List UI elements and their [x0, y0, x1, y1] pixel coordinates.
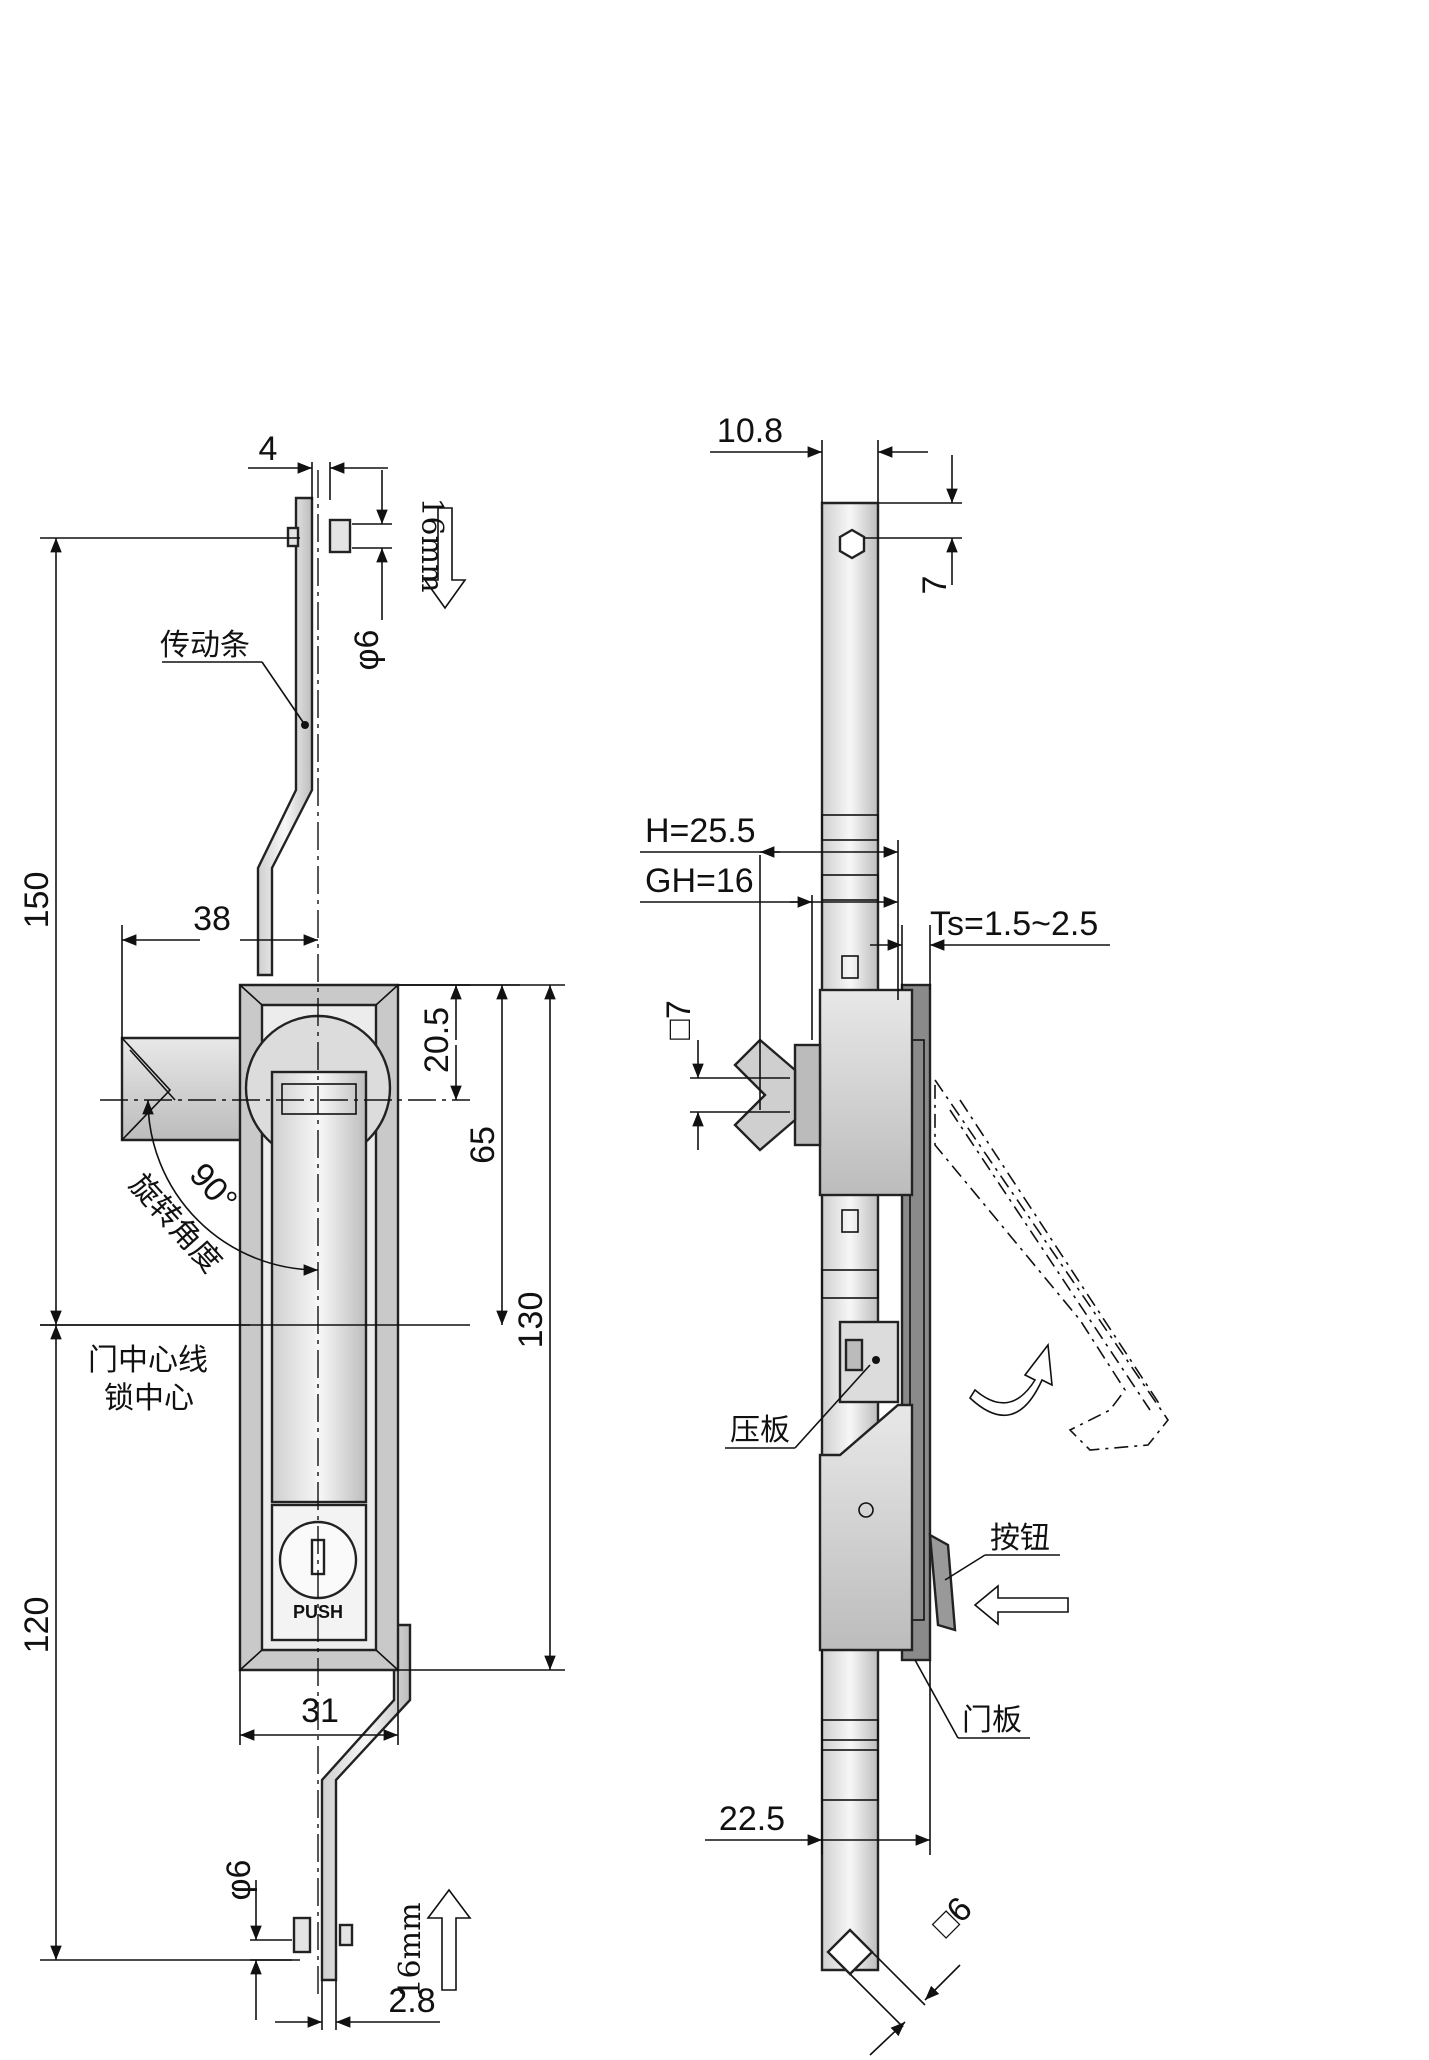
- dim-16mm-bottom: 16mm: [393, 1902, 428, 1997]
- handle: [270, 1070, 368, 1504]
- up-arrow-icon: [426, 1888, 472, 1991]
- callout-door-center: 门中心线: [88, 1343, 208, 1378]
- rotate-arrow-icon: [968, 1342, 1053, 1416]
- push-label: PUSH: [293, 1602, 343, 1622]
- dim-22-5: 22.5: [719, 1800, 785, 1838]
- side-housing-upper: [818, 988, 914, 1197]
- push-button: [928, 1532, 957, 1632]
- callout-drive-bar: 传动条: [160, 628, 250, 663]
- right-view: 10.8 7 H=25.5 GH=16 Ts=1.5~2.5 □7 压: [640, 412, 1169, 2056]
- side-housing-lower: [818, 1403, 914, 1652]
- dim-7-top: 7: [916, 576, 954, 595]
- callout-door-panel: 门板: [962, 1703, 1022, 1738]
- callout-lock-center: 锁中心: [104, 1381, 194, 1416]
- dim-GH: GH=16: [645, 862, 754, 900]
- dim-130: 130: [512, 1292, 550, 1349]
- dim-2-8: 2.8: [388, 1982, 435, 2020]
- dim-10-8: 10.8: [717, 412, 783, 450]
- dim-phi6-top: φ6: [348, 630, 386, 671]
- callout-press-plate: 压板: [730, 1413, 790, 1448]
- dim-Ts: Ts=1.5~2.5: [930, 905, 1098, 943]
- dim-20-5: 20.5: [418, 1007, 456, 1073]
- down-arrow-icon: [423, 507, 467, 610]
- dim-4: 4: [259, 430, 278, 468]
- dim-16mm-top: 16mm: [414, 497, 449, 592]
- dim-sq6: □6: [925, 1890, 980, 1945]
- handle-swing-path: [934, 1077, 1169, 1451]
- wing-knob: [733, 1038, 797, 1152]
- top-bolt: [286, 518, 352, 554]
- left-view: PUSH 4 φ6 16mm 150 传动条 38: [18, 430, 565, 2030]
- dim-H: H=25.5: [645, 812, 756, 850]
- drive-bar-upper: [256, 496, 314, 977]
- dim-150: 150: [18, 872, 56, 929]
- button-arrow-icon: [973, 1584, 1069, 1626]
- callout-button: 按钮: [990, 1521, 1050, 1556]
- latch-cam: [120, 1036, 252, 1142]
- dim-120: 120: [18, 1597, 56, 1654]
- dim-38: 38: [193, 900, 231, 938]
- dim-sq7: □7: [660, 1000, 698, 1039]
- rotation-arc: [142, 1099, 319, 1276]
- bottom-bolt: [292, 1916, 354, 1954]
- dim-phi6-bottom: φ6: [220, 1860, 258, 1901]
- dim-31: 31: [301, 1692, 339, 1730]
- dim-90deg: 90°: [182, 1156, 245, 1220]
- dim-65: 65: [464, 1126, 502, 1164]
- hex-nut: [838, 528, 866, 560]
